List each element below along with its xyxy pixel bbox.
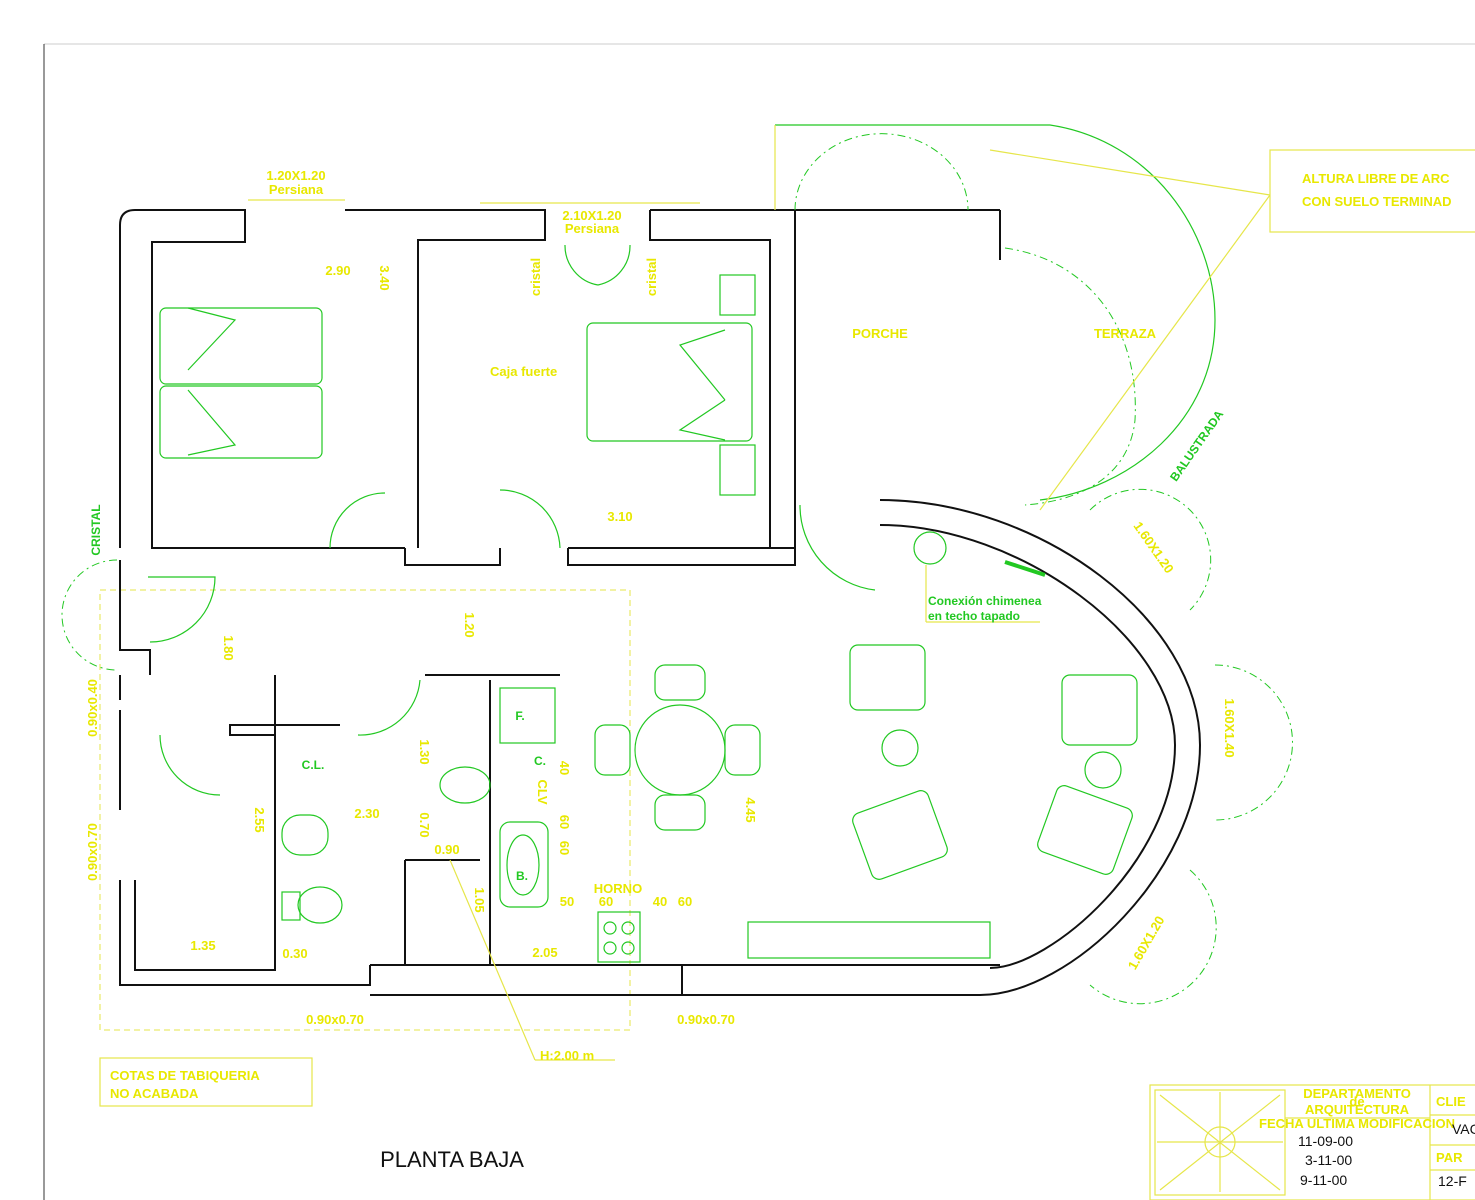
- client-label: CLIE: [1436, 1094, 1466, 1109]
- dim-0-70: 0.70: [417, 812, 432, 837]
- dept-line1: DEPARTAMENTO: [1303, 1086, 1411, 1101]
- bay-window-2-label: 1.60X1.40: [1222, 698, 1237, 757]
- window-1-type: Persiana: [269, 182, 324, 197]
- dim-0-90: 0.90: [434, 842, 459, 857]
- mod-label: FECHA ULTIMA MODIFICACION: [1259, 1116, 1455, 1131]
- dim-60b: 60: [557, 841, 572, 855]
- bay-window-1-label: 1.60X1.20: [1131, 519, 1177, 576]
- note-line2: NO ACABADA: [110, 1086, 199, 1101]
- dim-40b: 40: [653, 894, 667, 909]
- dim-1-30: 1.30: [417, 739, 432, 764]
- cl-label: C.L.: [302, 758, 325, 772]
- title-block: [1149, 1084, 1475, 1200]
- dim-3-10: 3.10: [607, 509, 632, 524]
- room-label-porche: PORCHE: [852, 326, 908, 341]
- dim-2-05: 2.05: [532, 945, 557, 960]
- chimenea-label-line1: Conexión chimenea: [928, 594, 1042, 608]
- bay-window-3-label: 1.60X1.20: [1125, 913, 1168, 972]
- parcel-value: 12-F: [1438, 1173, 1467, 1189]
- chimenea-label-line2: en techo tapado: [928, 609, 1020, 623]
- dim-1-20: 1.20: [462, 612, 477, 637]
- dim-0-90x0-70-side: 0.90x0.70: [85, 823, 100, 881]
- balustrada-label: BALUSTRADA: [1167, 407, 1226, 484]
- cristal-left-label: CRISTAL: [89, 504, 103, 555]
- corner-note-line2: CON SUELO TERMINAD: [1302, 194, 1452, 209]
- plan-title: PLANTA BAJA: [380, 1147, 524, 1172]
- height-note: H:2.00 m: [540, 1048, 594, 1063]
- cristal-2-label: cristal: [644, 258, 659, 296]
- c-label: C.: [534, 754, 546, 768]
- dim-4-45: 4.45: [743, 797, 758, 822]
- dim-3-40: 3.40: [377, 265, 392, 290]
- dim-1-80: 1.80: [221, 635, 236, 660]
- dept-line3: ARQUITECTURA: [1305, 1102, 1410, 1117]
- furniture-fixtures: [61, 124, 1293, 1005]
- f-label: F.: [515, 709, 524, 723]
- horno-label: HORNO: [594, 881, 642, 896]
- dim-0-90x0-70-b: 0.90x0.70: [677, 1012, 735, 1027]
- dept-line2: de: [1349, 1094, 1364, 1109]
- sheet-frame: [43, 43, 1475, 1200]
- parcel-label: PAR: [1436, 1150, 1463, 1165]
- corner-note-line1: ALTURA LIBRE DE ARC: [1302, 171, 1450, 186]
- date-1: 11-09-00: [1298, 1133, 1353, 1149]
- dim-1-05: 1.05: [472, 887, 487, 912]
- cristal-1-label: cristal: [528, 258, 543, 296]
- dim-0-90x0-70-a: 0.90x0.70: [306, 1012, 364, 1027]
- dim-40a: 40: [557, 761, 572, 775]
- dim-60c: 60: [599, 894, 613, 909]
- clv-label: CLV: [535, 779, 550, 804]
- leader-lines: [99, 125, 1475, 1107]
- note-line1: COTAS DE TABIQUERIA: [110, 1068, 260, 1083]
- dimension-frame: [99, 199, 700, 1031]
- room-label-terraza: TERRAZA: [1094, 326, 1157, 341]
- dim-50: 50: [560, 894, 574, 909]
- dim-2-30: 2.30: [354, 806, 379, 821]
- date-3: 9-11-00: [1300, 1172, 1347, 1188]
- date-2: 3-11-00: [1305, 1152, 1352, 1168]
- dim-2-55: 2.55: [252, 807, 267, 832]
- dim-0-90x0-40: 0.90x0.40: [85, 679, 100, 737]
- window-1-size: 1.20X1.20: [266, 168, 325, 183]
- caja-fuerte-label: Caja fuerte: [490, 364, 557, 379]
- window-2-size: 2.10X1.20: [562, 208, 621, 223]
- dim-2-90: 2.90: [325, 263, 350, 278]
- window-2-type: Persiana: [565, 221, 620, 236]
- exterior-walls: [119, 209, 1202, 996]
- dim-0-30: 0.30: [282, 946, 307, 961]
- dim-60a: 60: [557, 815, 572, 829]
- b-label: B.: [516, 869, 528, 883]
- client-value: VAC: [1452, 1121, 1475, 1137]
- dim-1-35: 1.35: [190, 938, 215, 953]
- dim-60d: 60: [678, 894, 692, 909]
